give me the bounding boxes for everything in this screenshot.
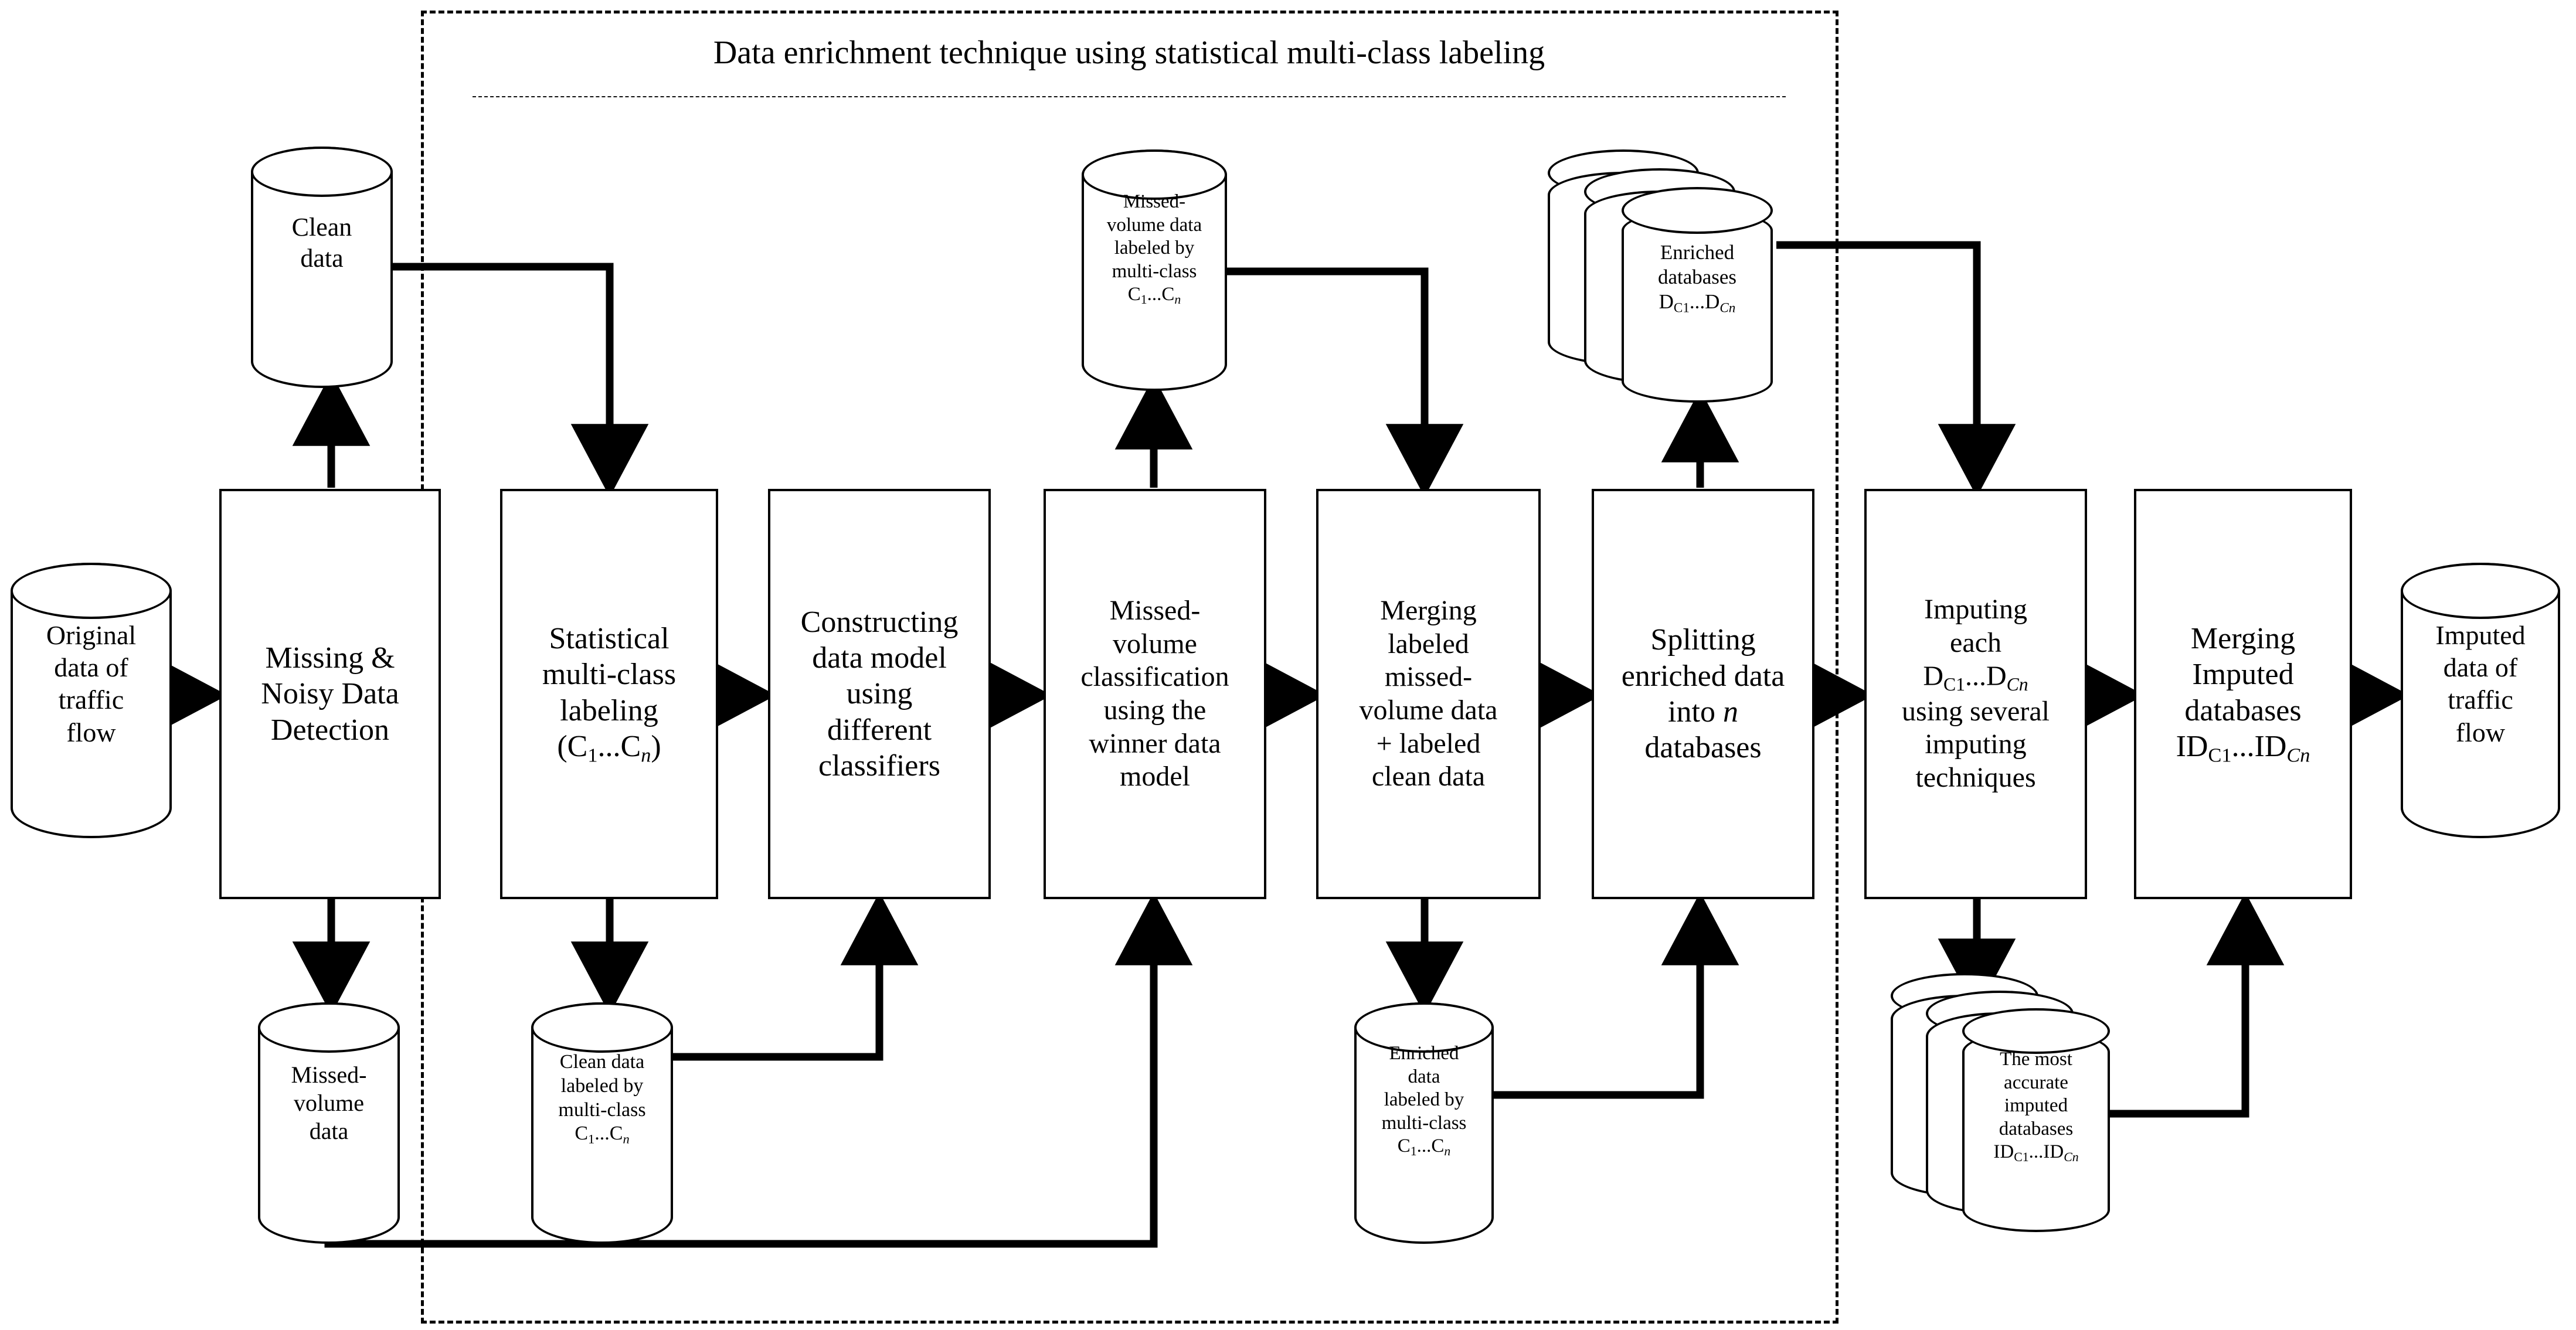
cylinder-lid	[531, 1002, 673, 1053]
imputed-db-range-label: IDC1...IDCn	[1993, 1141, 2079, 1165]
process-missed-volume-classification[interactable]: Missed- volume classification using the …	[1044, 489, 1266, 899]
split-count-line: into n	[1668, 695, 1738, 729]
datastore-imputed-data[interactable]: Imputed data of traffic flow	[2401, 563, 2560, 838]
process-missing-noisy-detection[interactable]: Missing & Noisy Data Detection	[219, 489, 441, 899]
cylinder-lid	[11, 563, 172, 619]
datastore-label: Original data of traffic flow	[46, 620, 137, 747]
cylinder-lid	[2401, 563, 2560, 619]
process-label: Splitting enriched data into n databases	[1621, 623, 1785, 765]
datastore-enriched-data-labeled[interactable]: Enriched data labeled by multi-class C1.…	[1354, 1002, 1494, 1244]
process-imputing-each[interactable]: Imputing each DC1...DCn using several im…	[1864, 489, 2087, 899]
datastore-label: Missed- volume data labeled by multi-cla…	[1082, 191, 1227, 308]
class-range-label: (C1...Cn)	[557, 729, 661, 767]
datastore-label: Imputed data of traffic flow	[2435, 620, 2526, 747]
class-range-label: C1...Cn	[1127, 284, 1181, 307]
datastore-most-accurate-imputed[interactable]: The most accurate imputed databases IDC1…	[1891, 973, 2119, 1240]
datastore-label: Enriched databases DC1...DCn	[1622, 240, 1773, 316]
datastore-label: Enriched data labeled by multi-class C1.…	[1354, 1042, 1494, 1159]
cylinder-lid	[1082, 149, 1227, 200]
process-label: Missed- volume classification using the …	[1080, 595, 1229, 792]
process-merging-labeled[interactable]: Merging labeled missed- volume data + la…	[1316, 489, 1541, 899]
process-label: Constructing data model using different …	[800, 605, 959, 783]
class-range-label: C1...Cn	[575, 1122, 630, 1147]
process-label: Statistical multi-class labeling (C1...C…	[542, 621, 677, 767]
cylinder-lid	[251, 147, 393, 197]
datastore-clean-data-labeled[interactable]: Clean data labeled by multi-class C1...C…	[531, 1002, 673, 1244]
datastore-missed-volume-labeled[interactable]: Missed- volume data labeled by multi-cla…	[1082, 149, 1227, 391]
process-constructing-data-model[interactable]: Constructing data model using different …	[768, 489, 991, 899]
datastore-label: Missed- volume data	[291, 1062, 367, 1144]
cylinder-lid	[1354, 1002, 1494, 1053]
process-merging-imputed[interactable]: Merging Imputed databases IDC1...IDCn	[2134, 489, 2352, 899]
cylinder-body	[1622, 209, 1773, 403]
process-label: Imputing each DC1...DCn using several im…	[1902, 594, 2050, 794]
diagram-title: Data enrichment technique using statisti…	[713, 35, 1545, 71]
cylinder-body	[1962, 1030, 2110, 1232]
imputed-db-range-label: IDC1...IDCn	[2176, 729, 2310, 767]
cylinder-lid	[1962, 1008, 2110, 1054]
datastore-enriched-databases[interactable]: Enriched databases DC1...DCn	[1548, 149, 1776, 404]
datastore-missed-volume-data[interactable]: Missed- volume data	[258, 1002, 400, 1244]
database-range-label: DC1...DCn	[1923, 660, 2028, 695]
process-label: Missing & Noisy Data Detection	[261, 641, 399, 747]
datastore-clean-data[interactable]: Clean data	[251, 147, 393, 388]
title-underline-divider	[473, 96, 1786, 97]
database-range-label: DC1...DCn	[1659, 290, 1736, 315]
process-statistical-labeling[interactable]: Statistical multi-class labeling (C1...C…	[500, 489, 718, 899]
cylinder-lid	[1622, 187, 1773, 234]
cylinder-lid	[258, 1002, 400, 1053]
process-label: Merging labeled missed- volume data + la…	[1359, 595, 1498, 792]
datastore-label: Clean data	[291, 213, 352, 273]
datastore-label: Clean data labeled by multi-class C1...C…	[531, 1050, 673, 1148]
datastore-label: The most accurate imputed databases IDC1…	[1962, 1048, 2110, 1165]
class-range-label: C1...Cn	[1397, 1135, 1451, 1159]
process-label: Merging Imputed databases IDC1...IDCn	[2176, 621, 2310, 767]
process-splitting-enriched[interactable]: Splitting enriched data into n databases	[1592, 489, 1814, 899]
datastore-original-data[interactable]: Original data of traffic flow	[11, 563, 172, 838]
